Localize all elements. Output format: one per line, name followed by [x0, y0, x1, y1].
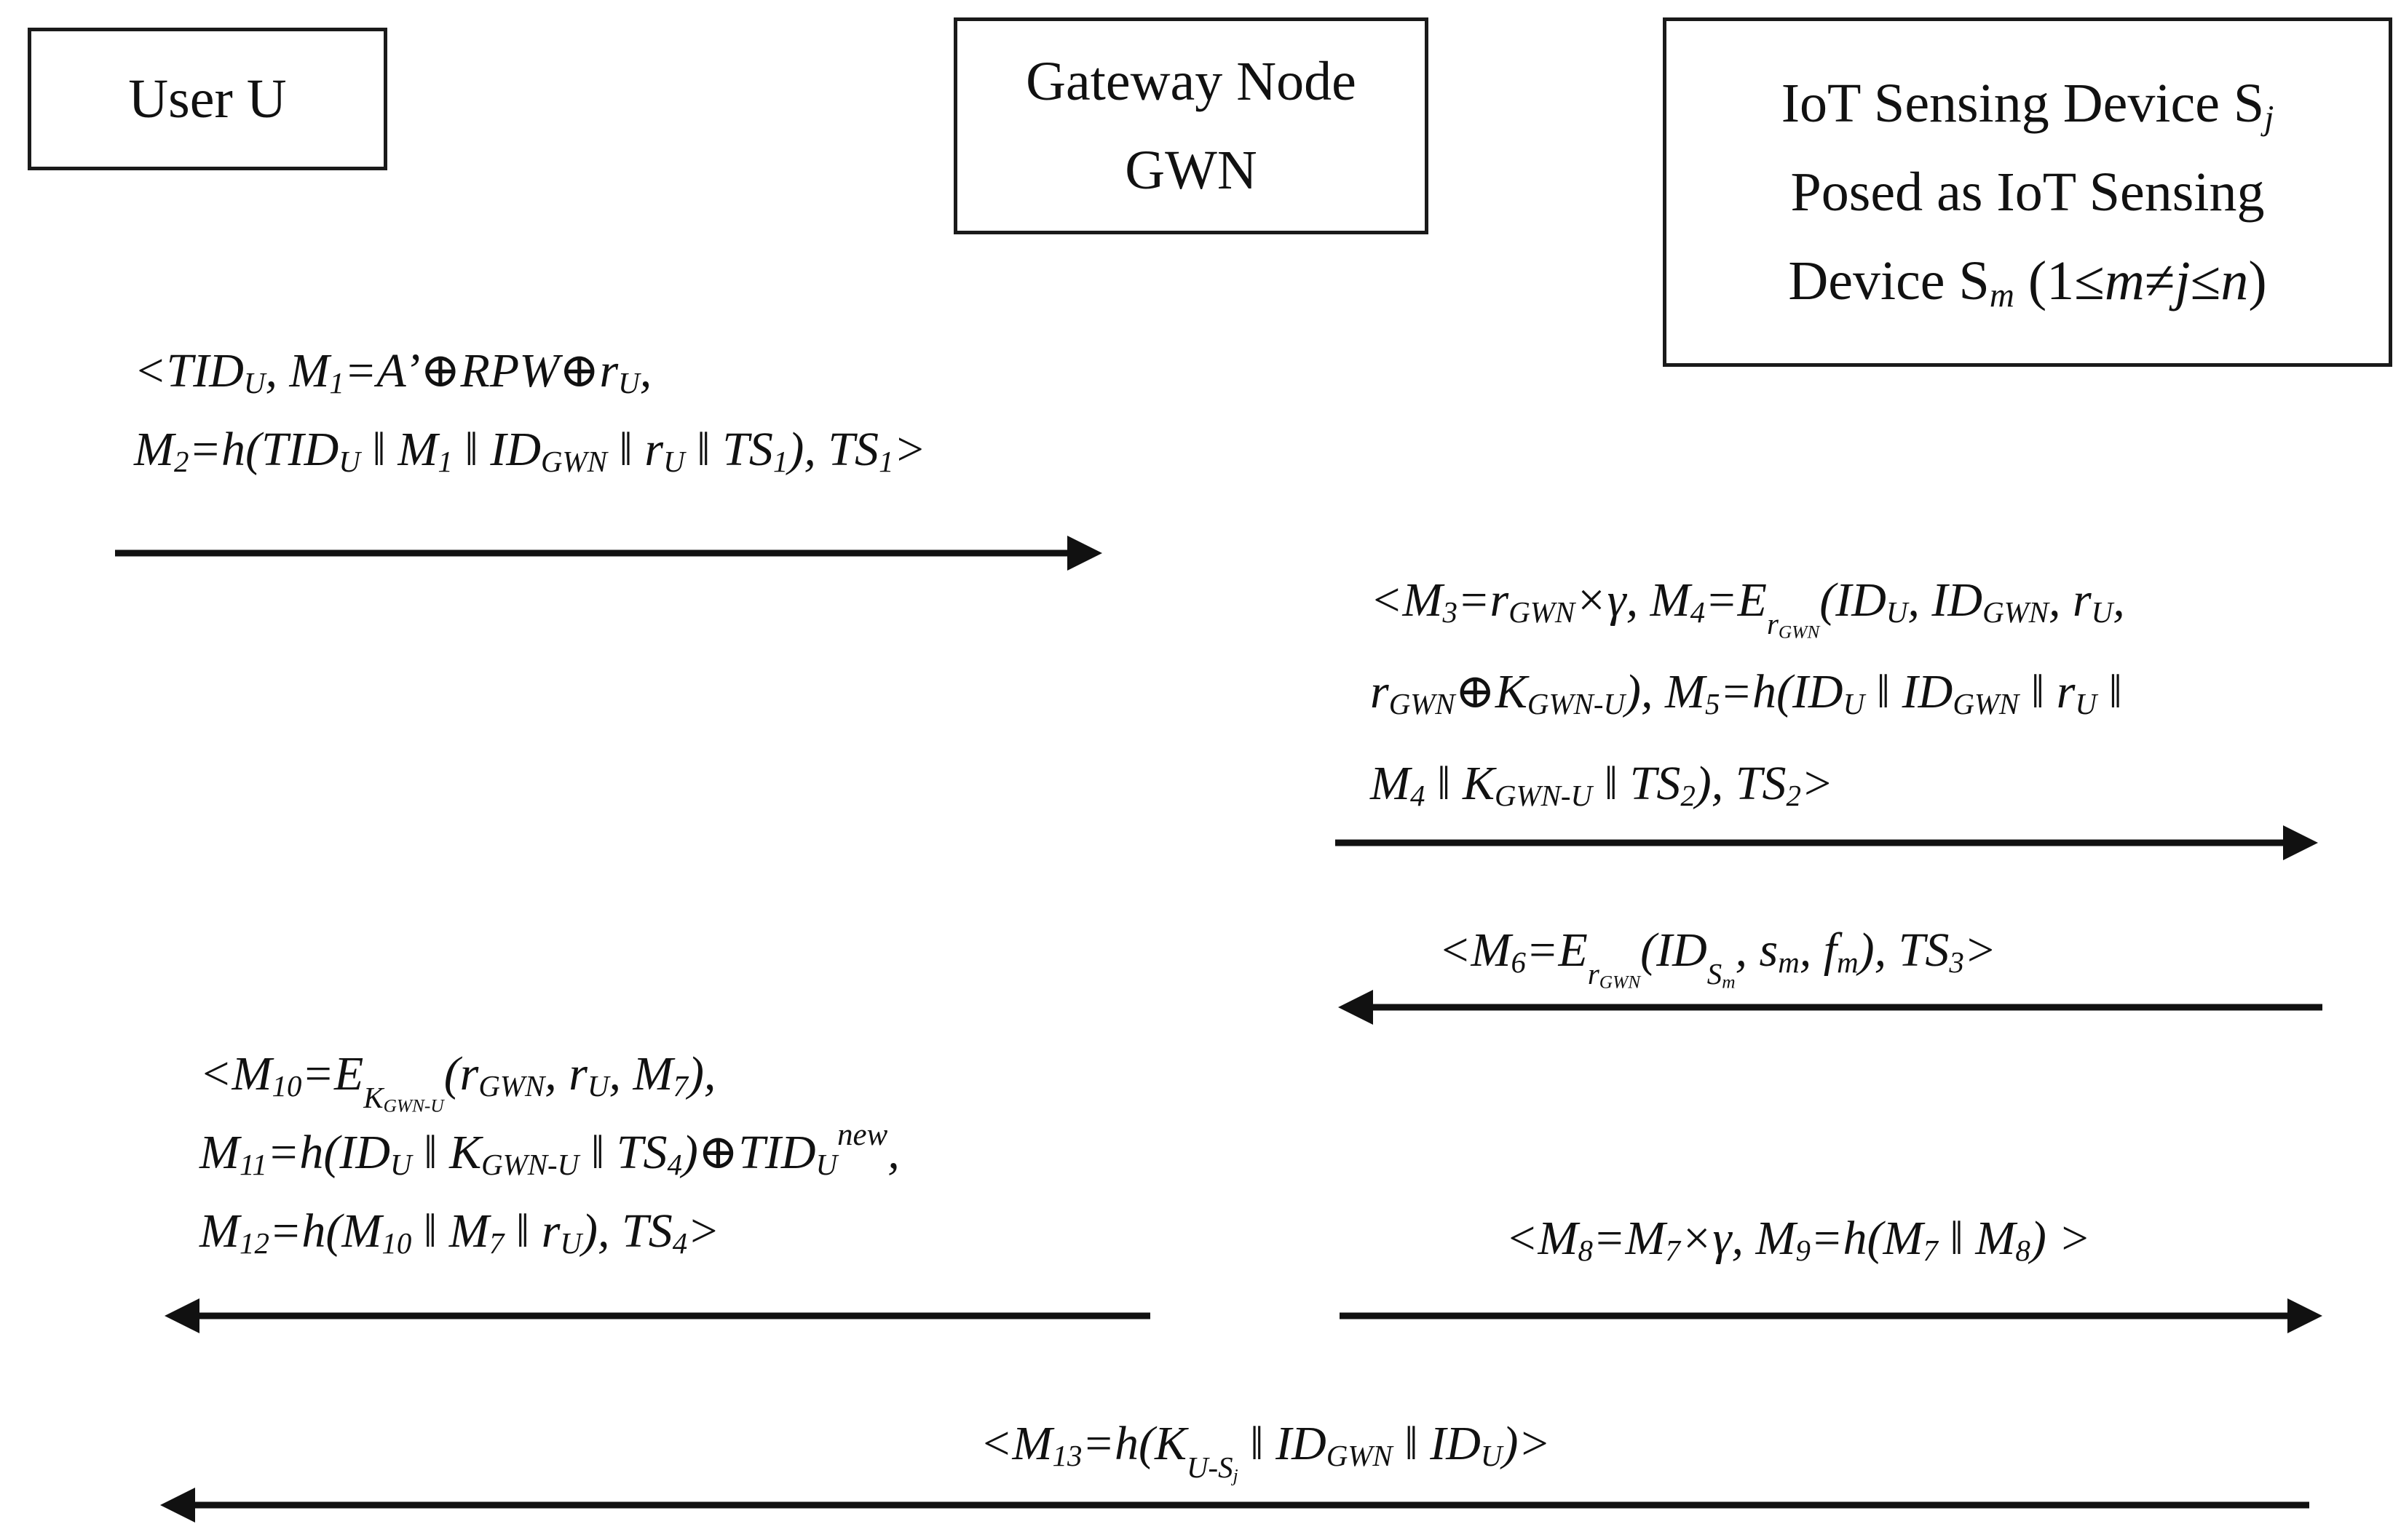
gateway-node-label: Gateway Node	[1026, 51, 1356, 112]
arrowhead-gateway-to-user	[165, 1298, 199, 1333]
user-u-label: User U	[128, 68, 287, 130]
arrowhead-gateway-to-sensor-2	[2287, 1298, 2322, 1333]
user-u-box: User U	[28, 28, 387, 170]
gateway-node-abbrev: GWN	[1125, 140, 1257, 201]
iot-sensing-device-line3: Device Sm (1≤m≠j≤n)	[1788, 250, 2267, 315]
message-5-label: <M8=M7×γ, M9=h(M7 ‖ M8) >	[1506, 1212, 2091, 1267]
message-6-label: <M13=h(KU-Sj ‖ IDGWN ‖ IDU)>	[980, 1417, 1551, 1486]
message-3-label: <M6=ErGWN(IDSm, sm, fm), TS3>	[1439, 924, 1997, 993]
arrowhead-sensor-to-user	[160, 1488, 195, 1523]
message-2-label: <M3=rGWN×γ, M4=ErGWN(IDU, IDGWN, rU, rGW…	[1370, 573, 2125, 812]
iot-sensing-device-line1: IoT Sensing Device Sj	[1781, 73, 2274, 138]
message-1-label: <TIDU, M1=A’⊕RPW⊕rU, M2=h(TIDU ‖ M1 ‖ ID…	[134, 344, 927, 478]
iot-sensing-device-line2: Posed as IoT Sensing	[1790, 162, 2265, 223]
arrowhead-user-to-gateway	[1067, 536, 1102, 571]
gateway-node-box: Gateway Node GWN	[954, 17, 1428, 234]
iot-sensing-device-box: IoT Sensing Device Sj Posed as IoT Sensi…	[1663, 17, 2392, 367]
message-4-label: <M10=EKGWN-U(rGWN, rU, M7), M11=h(IDU ‖ …	[199, 1047, 900, 1260]
arrowhead-gateway-to-sensor-1	[2283, 825, 2318, 860]
arrowhead-sensor-to-gateway	[1338, 990, 1373, 1025]
